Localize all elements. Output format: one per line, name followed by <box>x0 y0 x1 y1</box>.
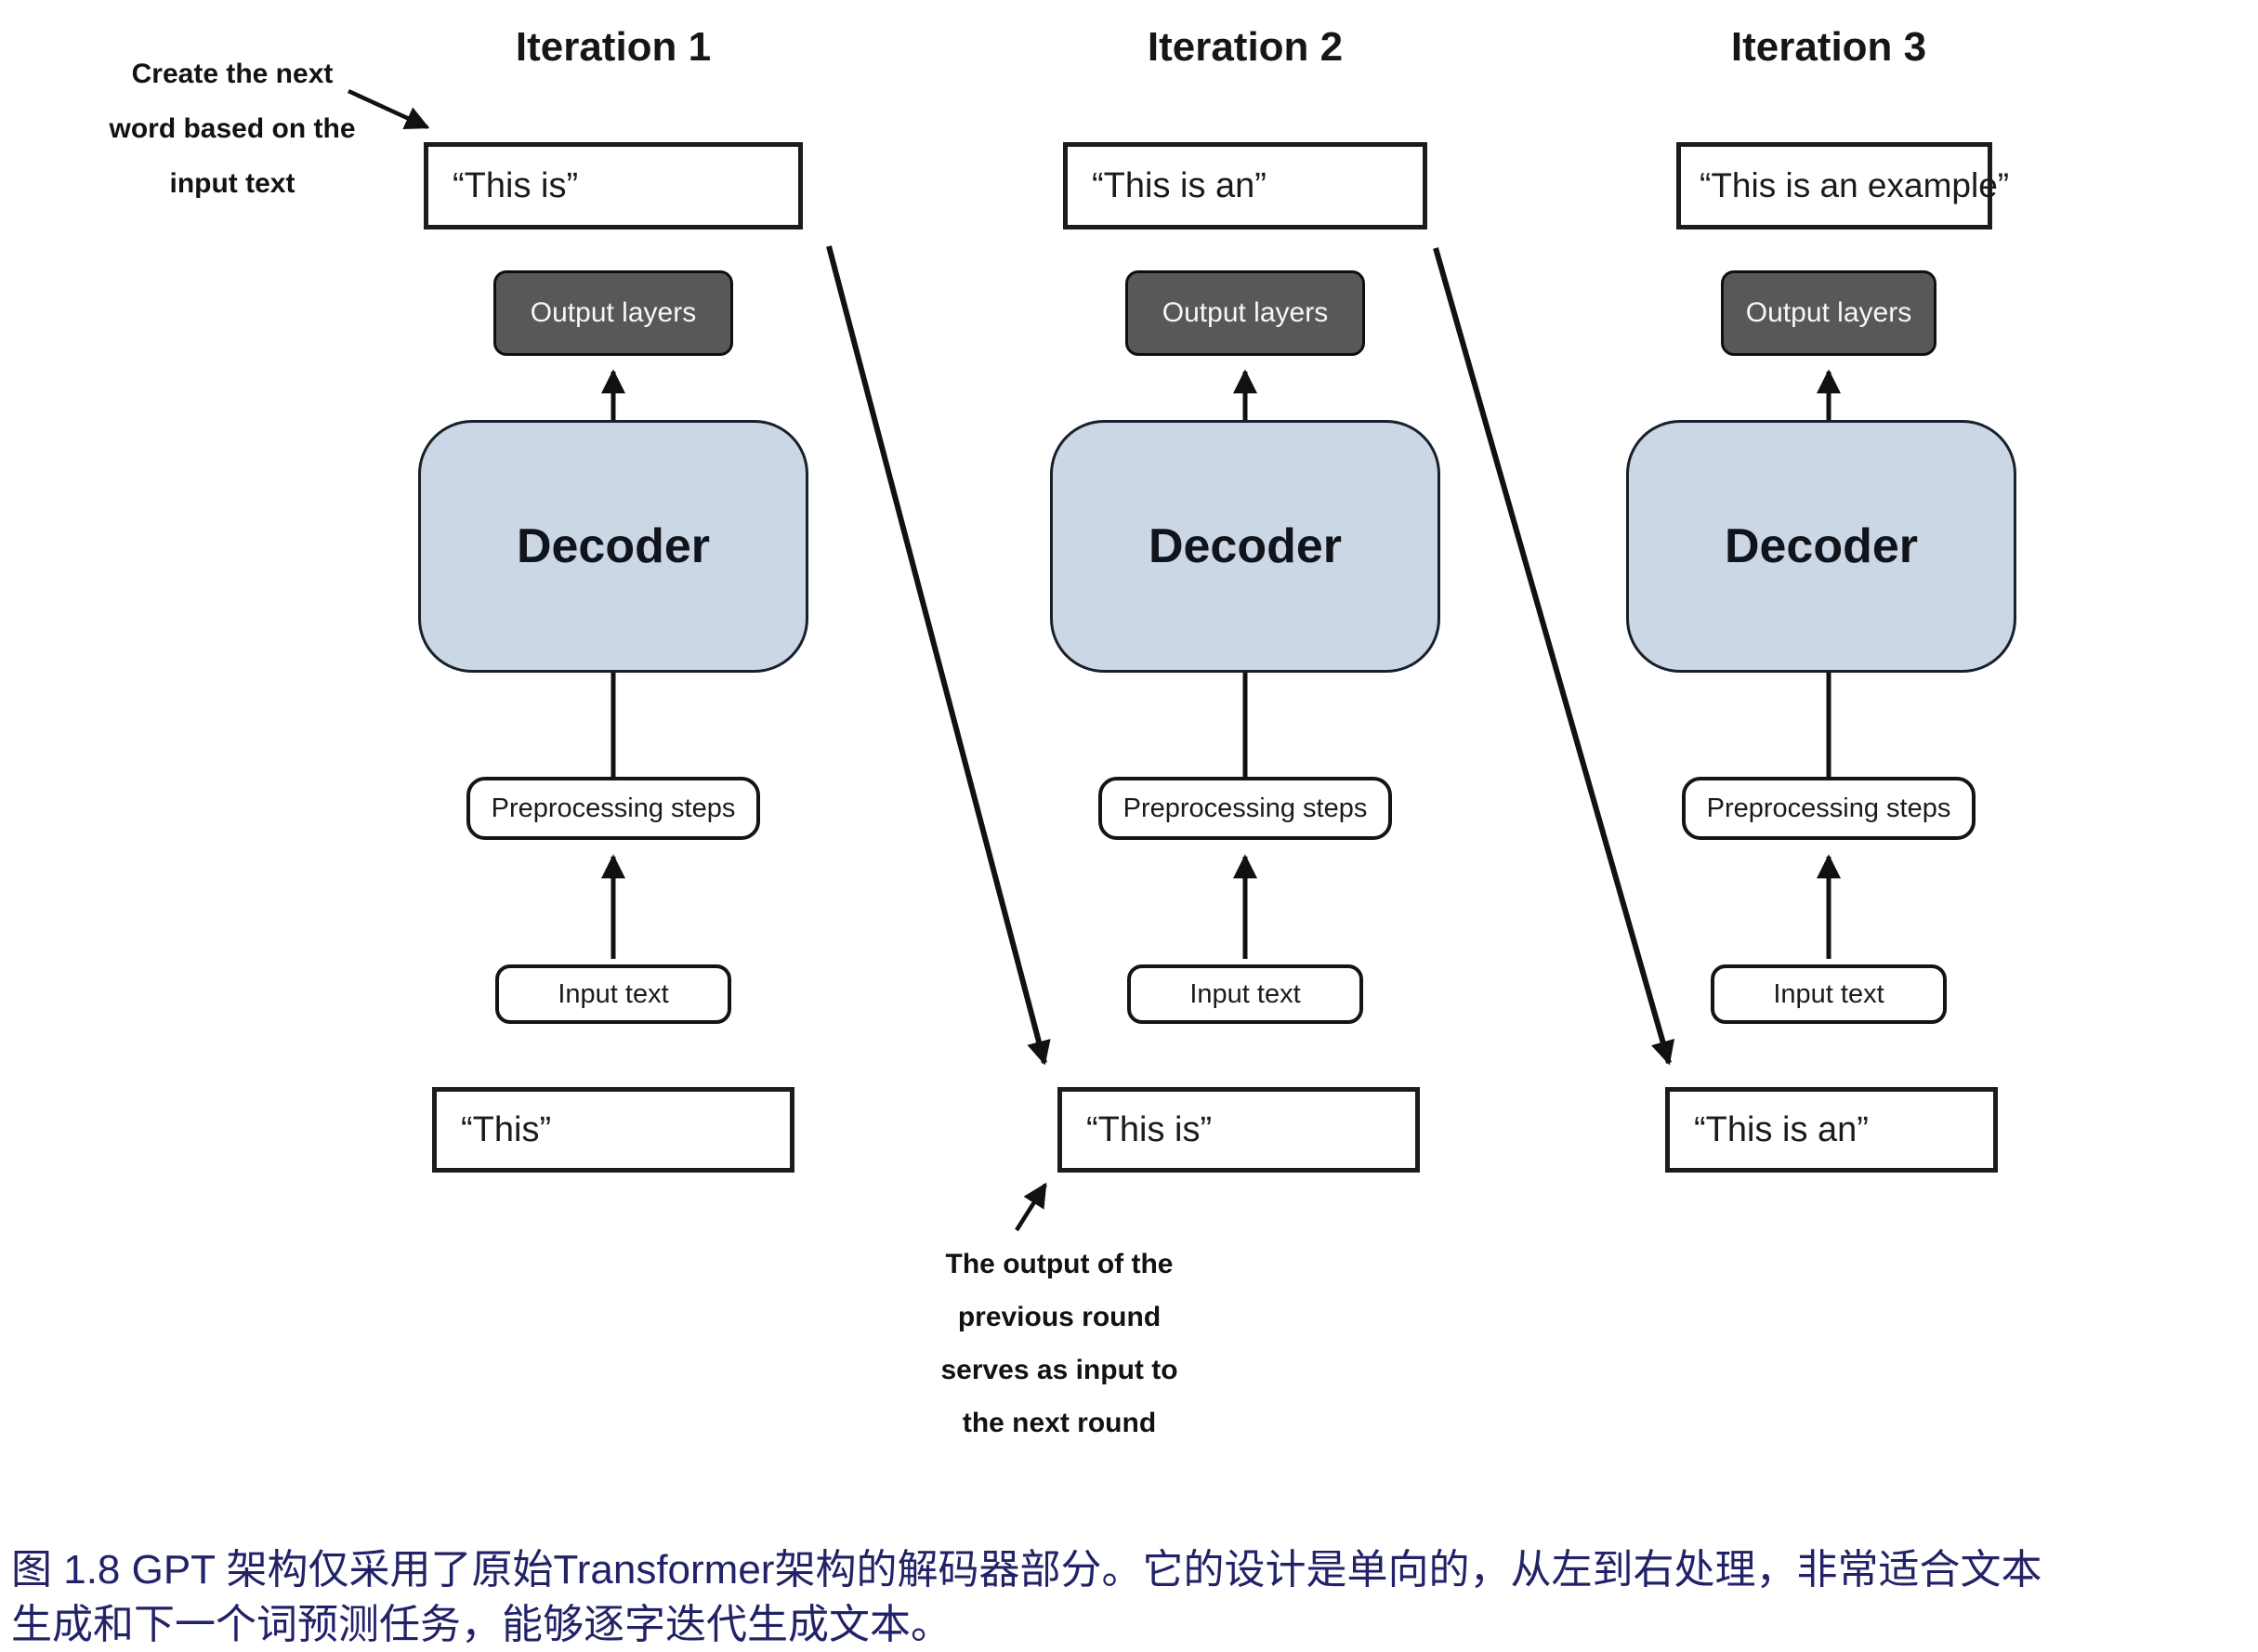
iteration-1-input-text-box: “This” <box>432 1087 794 1173</box>
note-previous-round-line2: previous round <box>957 1302 1162 1332</box>
iteration-2-preprocessing-box: Preprocessing steps <box>1098 777 1392 840</box>
arrow-note-previous-round <box>1015 1182 1047 1232</box>
iteration-3-input-box: Input text <box>1711 964 1947 1024</box>
iteration-1-title: Iteration 1 <box>515 24 712 70</box>
iteration-3-preprocessing-box: Preprocessing steps <box>1682 777 1976 840</box>
iteration-2-preprocessing-label: Preprocessing steps <box>1122 793 1368 823</box>
iteration-2-input-label: Input text <box>1189 978 1301 1009</box>
iteration-1-output-text: “This is” <box>453 165 579 205</box>
iteration-2-output-text-box: “This is an” <box>1063 142 1427 229</box>
iteration-2-title: Iteration 2 <box>1147 24 1344 70</box>
iteration-3-decoder-box: Decoder <box>1626 420 2016 673</box>
iteration-3-output-text: “This is an example” <box>1700 166 2010 204</box>
figure-caption-line2: 生成和下一个词预测任务，能够逐字迭代生成文本。 <box>11 1602 952 1647</box>
arrow-output1-to-input2 <box>826 245 1051 1066</box>
iteration-3-input-label: Input text <box>1773 978 1884 1009</box>
iteration-3-title: Iteration 3 <box>1730 24 1927 70</box>
iteration-3-output-layers-box: Output layers <box>1721 270 1936 356</box>
iteration-3-decoder-label: Decoder <box>1724 519 1919 573</box>
iteration-3-input-text-box: “This is an” <box>1665 1087 1998 1173</box>
iteration-1-output-text-box: “This is” <box>424 142 803 229</box>
iteration-2-output-layers-label: Output layers <box>1162 297 1329 328</box>
iteration-3-output-layers-label: Output layers <box>1745 297 1912 328</box>
iteration-1-decoder-label: Decoder <box>516 519 711 573</box>
iteration-2-input-text: “This is” <box>1086 1109 1213 1149</box>
iteration-2-output-layers-box: Output layers <box>1125 270 1365 356</box>
note-create-next-word-line3: input text <box>169 168 295 199</box>
figure-caption: 图 1.8 GPT 架构仅采用了原始Transformer架构的解码器部分。它的… <box>11 1542 2041 1652</box>
arrow-output2-to-input3 <box>1433 247 1675 1066</box>
iteration-3-input-text: “This is an” <box>1694 1109 1869 1149</box>
iteration-1-input-text: “This” <box>461 1109 552 1149</box>
iteration-1-input-label: Input text <box>558 978 669 1009</box>
iteration-1-output-layers-box: Output layers <box>493 270 733 356</box>
iteration-2-output-text: “This is an” <box>1092 165 1267 205</box>
iteration-1-preprocessing-box: Preprocessing steps <box>466 777 760 840</box>
figure-caption-line1: 图 1.8 GPT 架构仅采用了原始Transformer架构的解码器部分。它的… <box>11 1547 2042 1593</box>
note-create-next-word: Create the next word based on the input … <box>109 46 355 211</box>
iteration-2-input-box: Input text <box>1127 964 1363 1024</box>
iteration-3-preprocessing-label: Preprocessing steps <box>1706 793 1951 823</box>
note-previous-round-line1: The output of the <box>945 1249 1174 1279</box>
note-previous-round: The output of the previous round serves … <box>940 1238 1177 1449</box>
note-previous-round-line3: serves as input to <box>940 1355 1178 1385</box>
iteration-1-input-box: Input text <box>495 964 731 1024</box>
iteration-2-input-text-box: “This is” <box>1057 1087 1420 1173</box>
iteration-2-decoder-box: Decoder <box>1050 420 1440 673</box>
arrow-note-create-next-word <box>348 88 430 130</box>
iteration-3-output-text-box: “This is an example” <box>1676 142 2009 229</box>
iteration-1-output-layers-label: Output layers <box>530 297 697 328</box>
iteration-1-preprocessing-label: Preprocessing steps <box>491 793 736 823</box>
iteration-2-decoder-label: Decoder <box>1148 519 1343 573</box>
note-create-next-word-line1: Create the next <box>131 59 334 89</box>
note-previous-round-line4: the next round <box>962 1408 1157 1438</box>
note-create-next-word-line2: word based on the <box>109 113 356 144</box>
iteration-1-decoder-box: Decoder <box>418 420 808 673</box>
